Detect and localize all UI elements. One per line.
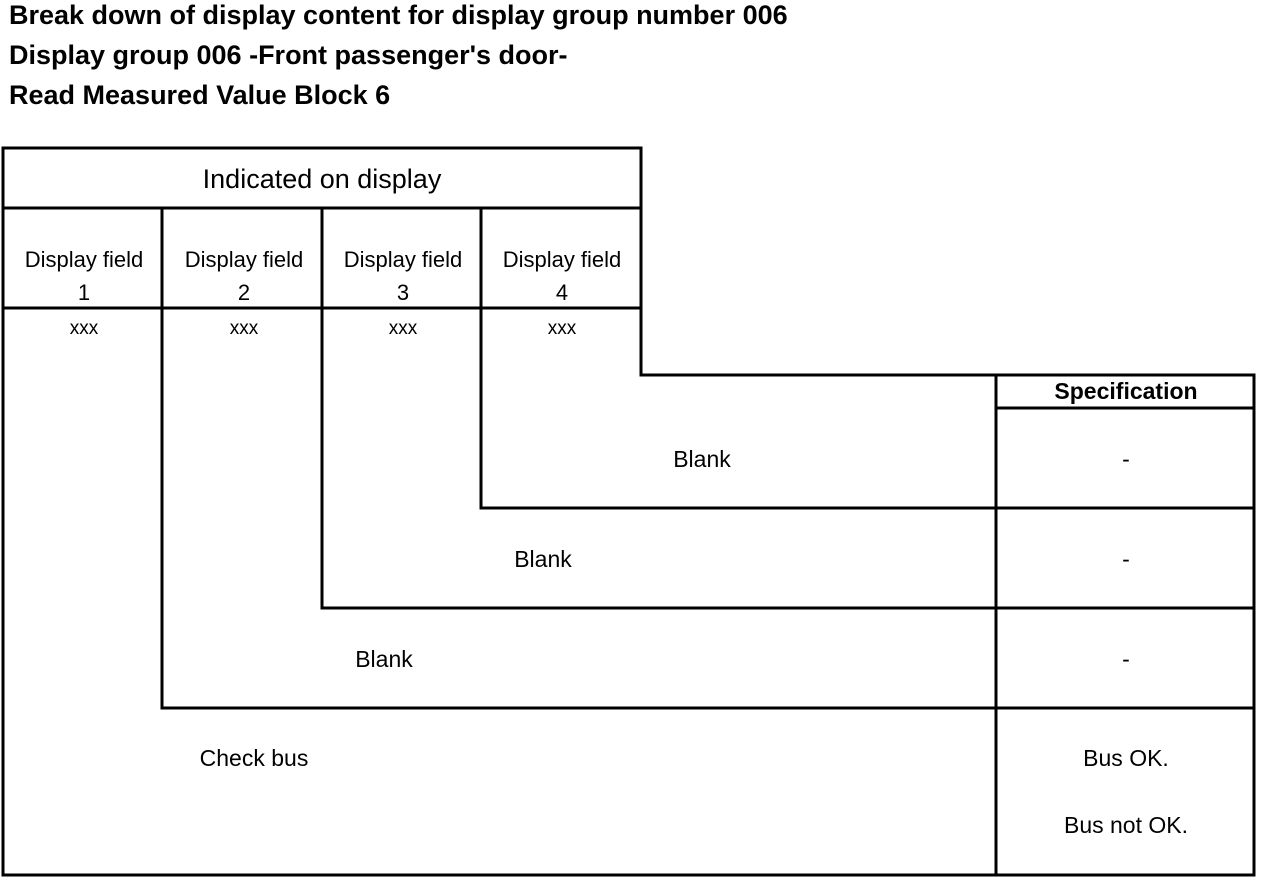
field-3-value: xxx bbox=[389, 318, 418, 339]
field-4-number: 4 bbox=[556, 280, 568, 305]
row-4-spec-ok: Bus OK. bbox=[1083, 745, 1169, 771]
table-lines bbox=[1, 146, 1256, 877]
row-3-spec: - bbox=[1122, 646, 1130, 672]
row-4-label: Check bus bbox=[200, 745, 309, 771]
row-3-label: Blank bbox=[355, 646, 413, 672]
row-2-spec: - bbox=[1122, 546, 1130, 572]
indicated-on-display-header: Indicated on display bbox=[203, 164, 442, 194]
title-line-3: Read Measured Value Block 6 bbox=[9, 80, 391, 110]
field-1-label: Display field bbox=[25, 247, 144, 272]
field-2-value: xxx bbox=[230, 318, 259, 339]
title-line-2: Display group 006 -Front passenger's doo… bbox=[9, 40, 568, 70]
row-1-label: Blank bbox=[673, 446, 731, 472]
row-2-label: Blank bbox=[514, 546, 572, 572]
field-4-label: Display field bbox=[503, 247, 622, 272]
field-3-label: Display field bbox=[344, 247, 463, 272]
field-3-number: 3 bbox=[397, 280, 409, 305]
title-line-1: Break down of display content for displa… bbox=[9, 0, 788, 30]
field-2-number: 2 bbox=[238, 280, 250, 305]
field-1-value: xxx bbox=[70, 318, 99, 339]
row-1-spec: - bbox=[1122, 446, 1130, 472]
field-2-label: Display field bbox=[185, 247, 304, 272]
field-4-value: xxx bbox=[548, 318, 577, 339]
row-4-spec-not-ok: Bus not OK. bbox=[1064, 812, 1188, 838]
field-1-number: 1 bbox=[78, 280, 90, 305]
specification-header: Specification bbox=[1054, 378, 1197, 404]
